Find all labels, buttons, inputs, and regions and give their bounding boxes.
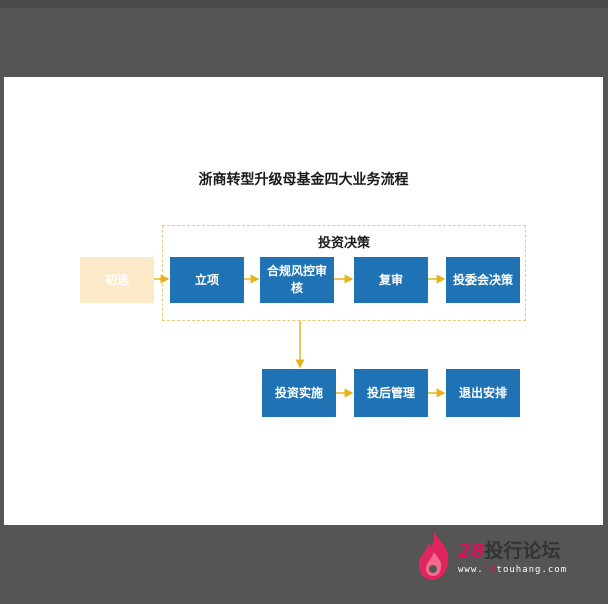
- step-initial: 初选: [80, 257, 154, 303]
- watermark-number: 28: [458, 540, 485, 562]
- url-suffix: touhang.com: [496, 565, 568, 575]
- step-second-review: 复审: [354, 257, 428, 303]
- diagram-title: 浙商转型升级母基金四大业务流程: [198, 172, 409, 188]
- top-strip: [0, 0, 608, 8]
- flame-icon: [418, 532, 449, 580]
- watermark-logo: 28投行论坛 www.28touhang.com: [414, 528, 594, 584]
- group-label: 投资决策: [317, 236, 370, 251]
- step-implementation: 投资实施: [262, 369, 336, 417]
- step-post-investment: 投后管理: [354, 369, 428, 417]
- slide-canvas: 浙商转型升级母基金四大业务流程 投资决策 初选 立项 合规风控审核 复审 投委会…: [4, 77, 603, 525]
- step-exit: 退出安排: [446, 369, 520, 417]
- step-project: 立项: [170, 257, 244, 303]
- watermark-url: www.28touhang.com: [458, 565, 567, 575]
- url-highlight: 28: [483, 565, 497, 575]
- watermark-title: 28投行论坛: [458, 536, 560, 563]
- investment-decision-group: 投资决策: [162, 225, 526, 321]
- watermark-name: 投行论坛: [484, 540, 561, 562]
- url-prefix: www.: [458, 565, 484, 575]
- step-compliance-review: 合规风控审核: [260, 257, 334, 303]
- step-committee-decision: 投委会决策: [446, 257, 520, 303]
- flow-arrows: [154, 274, 446, 398]
